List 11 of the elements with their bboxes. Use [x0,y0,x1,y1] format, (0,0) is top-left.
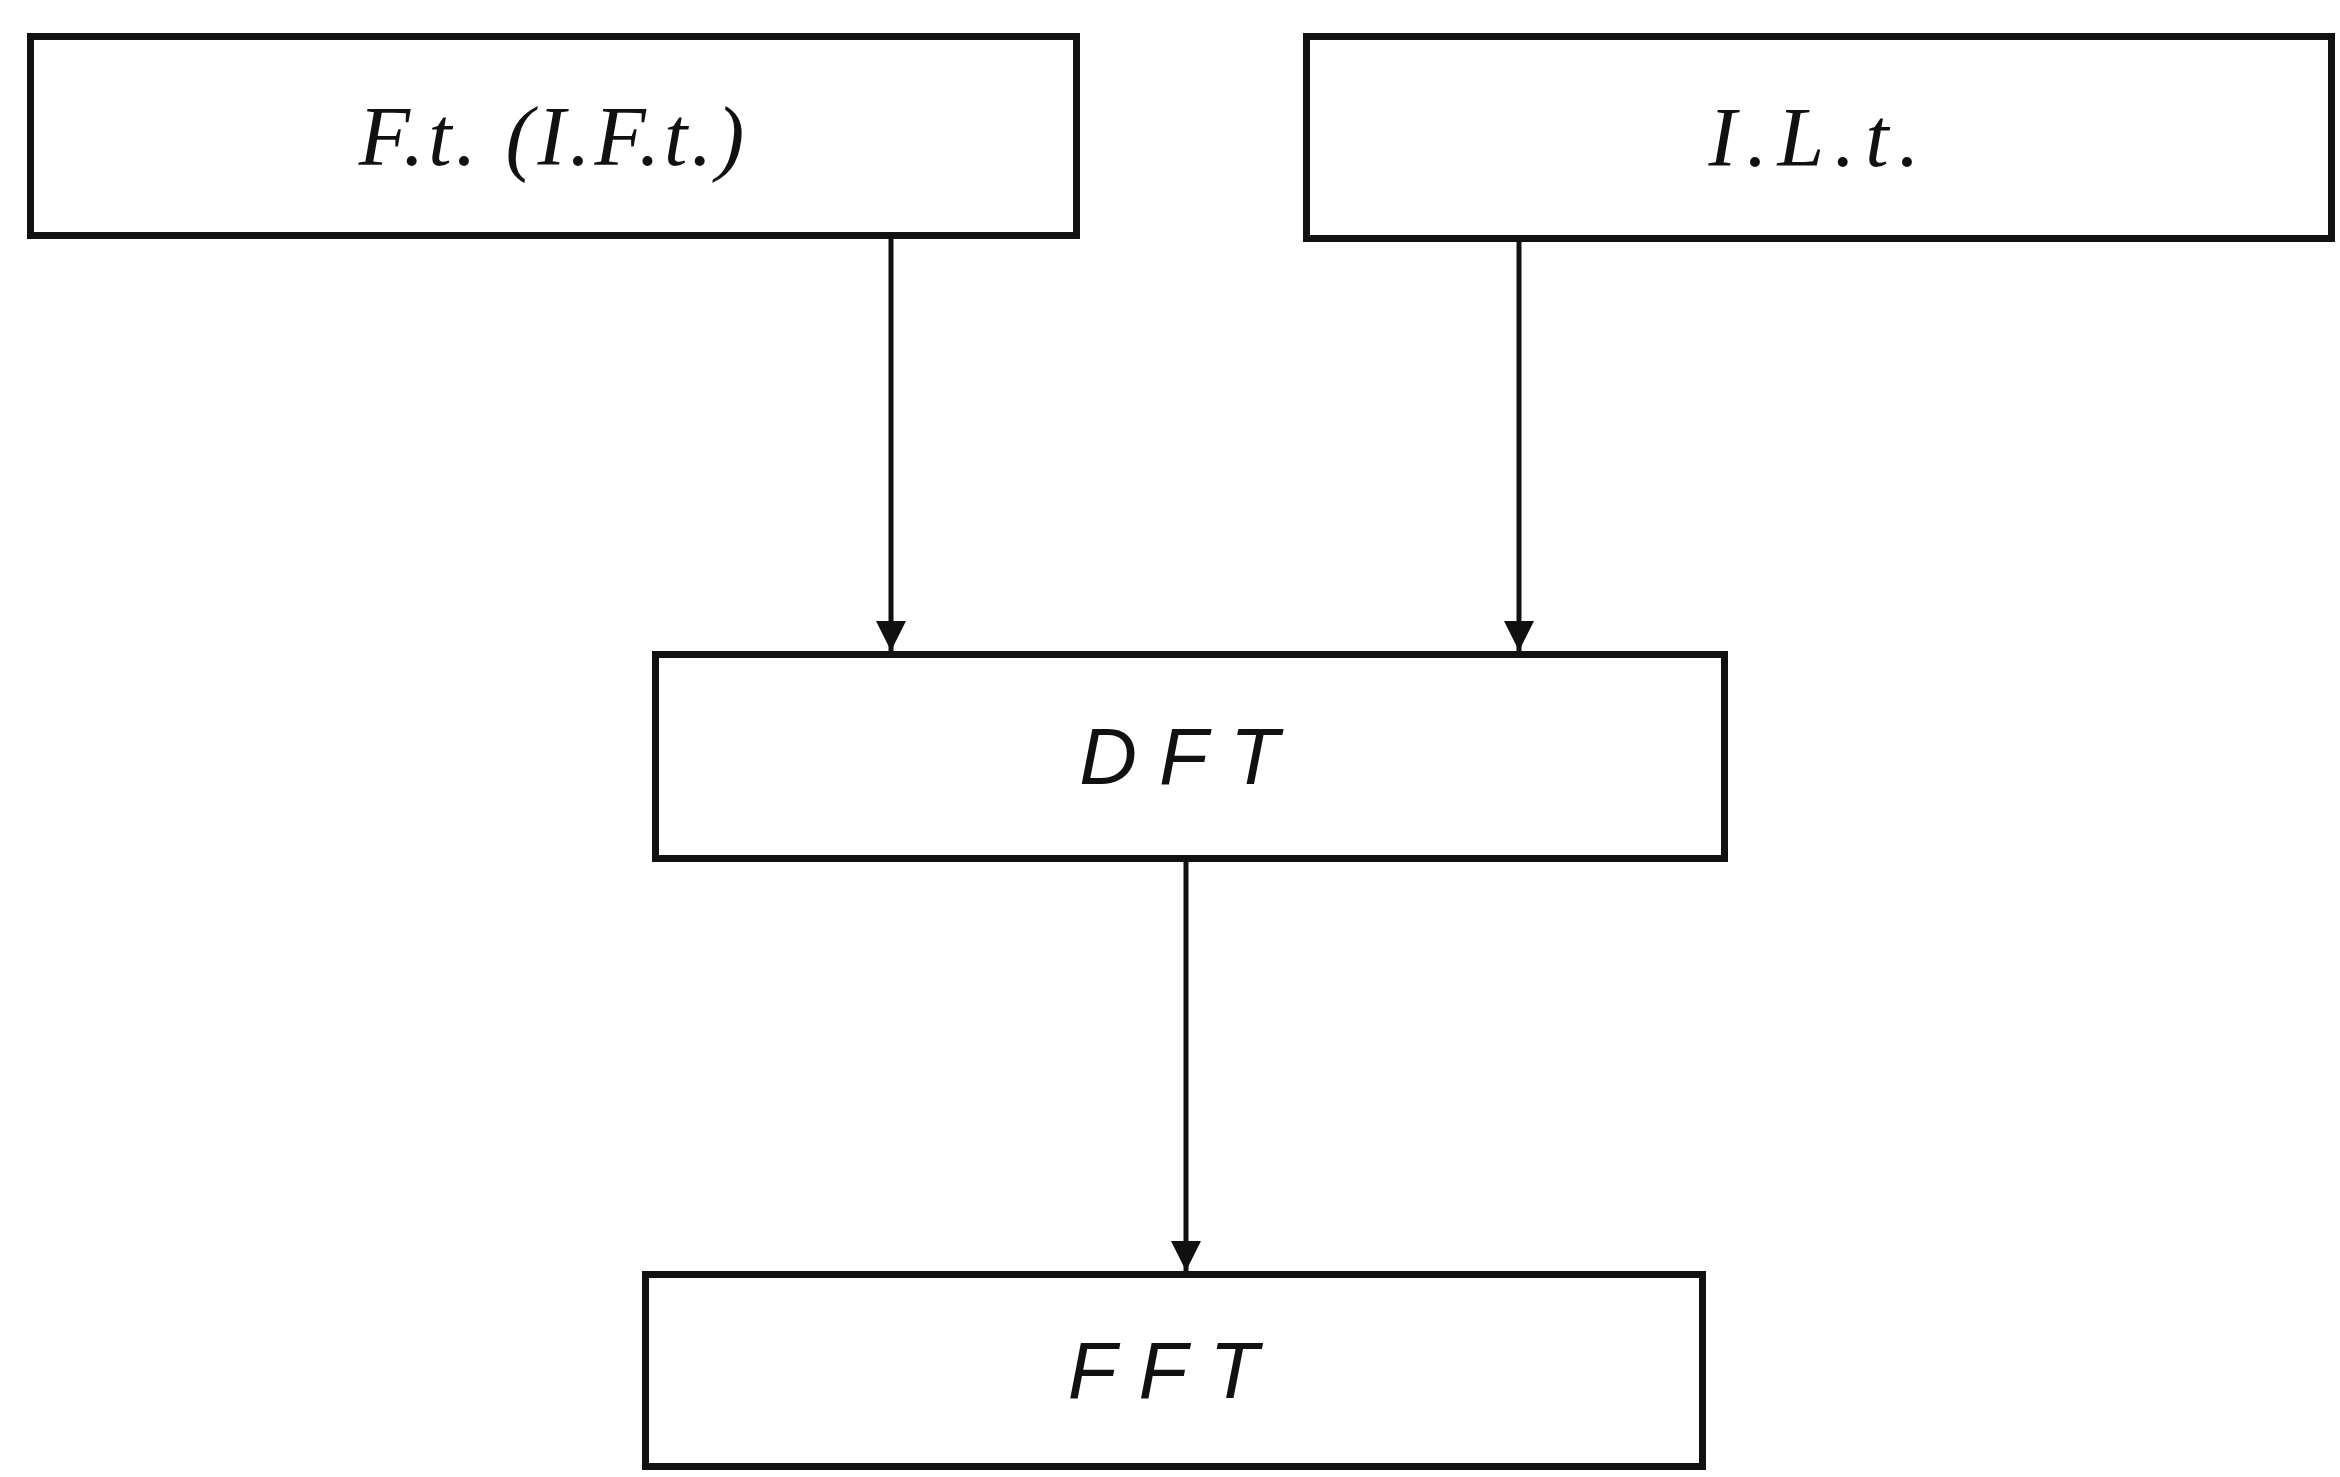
box-label: F.t. (I.F.t.) [358,88,749,185]
process-box [642,1271,1706,1470]
arrow [876,239,906,651]
process-box [27,33,1080,239]
process-box [652,651,1728,862]
box-label: FFT [1067,1324,1281,1417]
box-label: I.L.t. [1708,90,1930,186]
box-label: DFT [1079,710,1301,803]
arrow [1171,862,1201,1271]
process-box [1303,33,2335,242]
arrow [1504,242,1534,651]
